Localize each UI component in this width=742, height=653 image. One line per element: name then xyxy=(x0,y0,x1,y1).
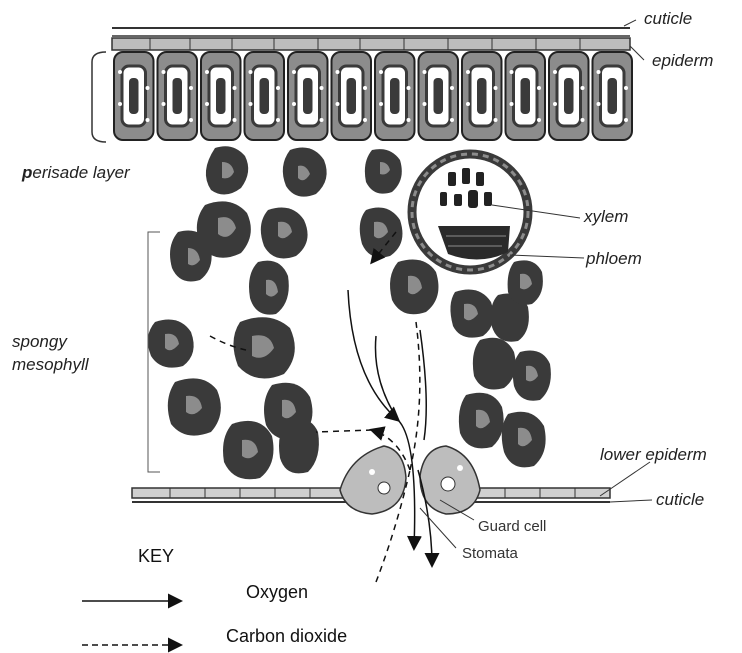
label-lower-epiderm: lower epiderm xyxy=(600,445,707,464)
palisade-cell xyxy=(288,52,328,140)
key-legend: KEY Oxygen Carbon dioxide xyxy=(82,546,347,646)
oxygen-flow-arrows xyxy=(348,290,432,565)
vascular-bundle xyxy=(412,154,528,270)
palisade-cell xyxy=(158,52,198,140)
palisade-cell xyxy=(462,52,502,140)
palisade-layer xyxy=(114,52,632,140)
xylem-vessels xyxy=(440,168,492,208)
key-carbon-dioxide-label: Carbon dioxide xyxy=(226,626,347,646)
palisade-cell xyxy=(332,52,372,140)
label-mesophyll: mesophyll xyxy=(12,355,90,374)
key-title: KEY xyxy=(138,546,174,566)
label-spongy: spongy xyxy=(12,332,68,351)
palisade-cell xyxy=(375,52,415,140)
label-epiderm: epiderm xyxy=(652,51,713,70)
palisade-cell xyxy=(593,52,633,140)
label-stomata: Stomata xyxy=(462,545,519,562)
palisade-bracket xyxy=(92,52,106,142)
palisade-cell xyxy=(245,52,285,140)
palisade-cell xyxy=(201,52,241,140)
guard-cell-right xyxy=(420,446,480,514)
label-guard-cell: Guard cell xyxy=(478,518,546,535)
palisade-cell xyxy=(506,52,546,140)
carbon-dioxide-flow-arrows xyxy=(210,232,420,582)
label-cuticle-top: cuticle xyxy=(644,9,692,28)
palisade-cell xyxy=(549,52,589,140)
palisade-cell xyxy=(419,52,459,140)
label-perisade-layer: perisade layer xyxy=(21,163,131,182)
upper-epidermis xyxy=(112,38,630,50)
palisade-cell xyxy=(114,52,154,140)
guard-cell-left xyxy=(340,446,406,514)
key-oxygen-label: Oxygen xyxy=(246,582,308,602)
label-cuticle-bottom: cuticle xyxy=(656,490,704,509)
phloem-tissue xyxy=(438,226,510,260)
upper-cuticle xyxy=(112,28,630,36)
label-phloem: phloem xyxy=(585,249,642,268)
label-xylem: xylem xyxy=(583,207,628,226)
